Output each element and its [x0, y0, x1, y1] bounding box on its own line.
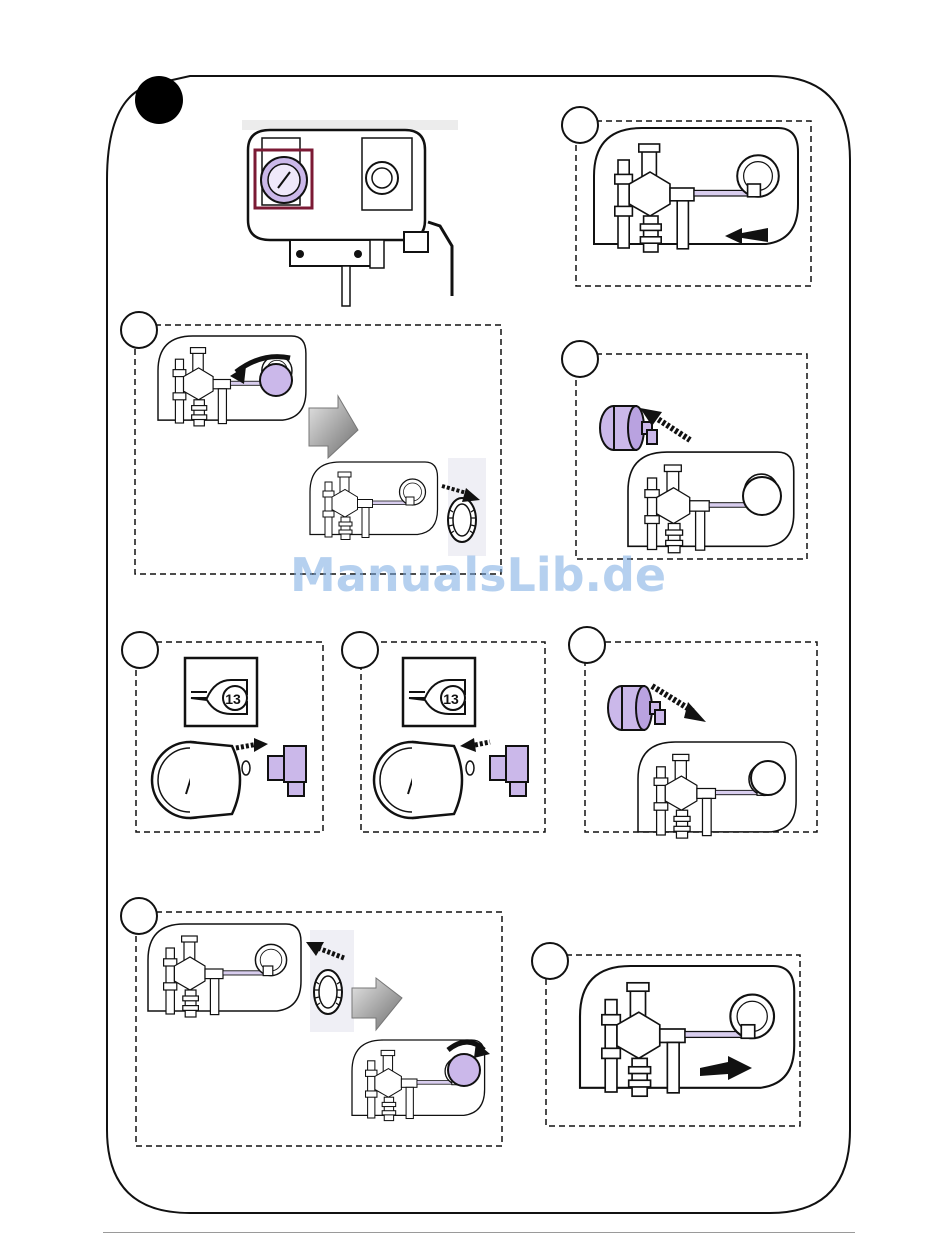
- step-circle-3: [562, 341, 598, 377]
- step-circle-7: [121, 898, 157, 934]
- step-circle-8: [532, 943, 568, 979]
- panel-8-illustration: [580, 966, 794, 1096]
- step-circle-4: [122, 632, 158, 668]
- step-circle-1: [121, 312, 157, 348]
- wrench-icon-2: [403, 658, 475, 726]
- panel-7-illustration: [148, 924, 490, 1121]
- section-marker-filled: [135, 76, 183, 124]
- step-circle-2: [562, 107, 598, 143]
- panel-5-illustration: 13: [374, 658, 528, 818]
- wrench-size-label-2: 13: [443, 691, 459, 707]
- panel-1-illustration: [158, 336, 486, 556]
- overview-illustration: [242, 120, 458, 306]
- wrench-icon: [185, 658, 257, 726]
- footer-rule: [103, 1232, 855, 1233]
- wrench-size-label: 13: [225, 691, 241, 707]
- step-circle-6: [569, 627, 605, 663]
- panel-6-illustration: [608, 686, 796, 838]
- panel-4-illustration: 13: [152, 658, 306, 818]
- step-circle-5: [342, 632, 378, 668]
- panel-3-illustration: [600, 406, 794, 553]
- panel-2-illustration: [594, 128, 798, 252]
